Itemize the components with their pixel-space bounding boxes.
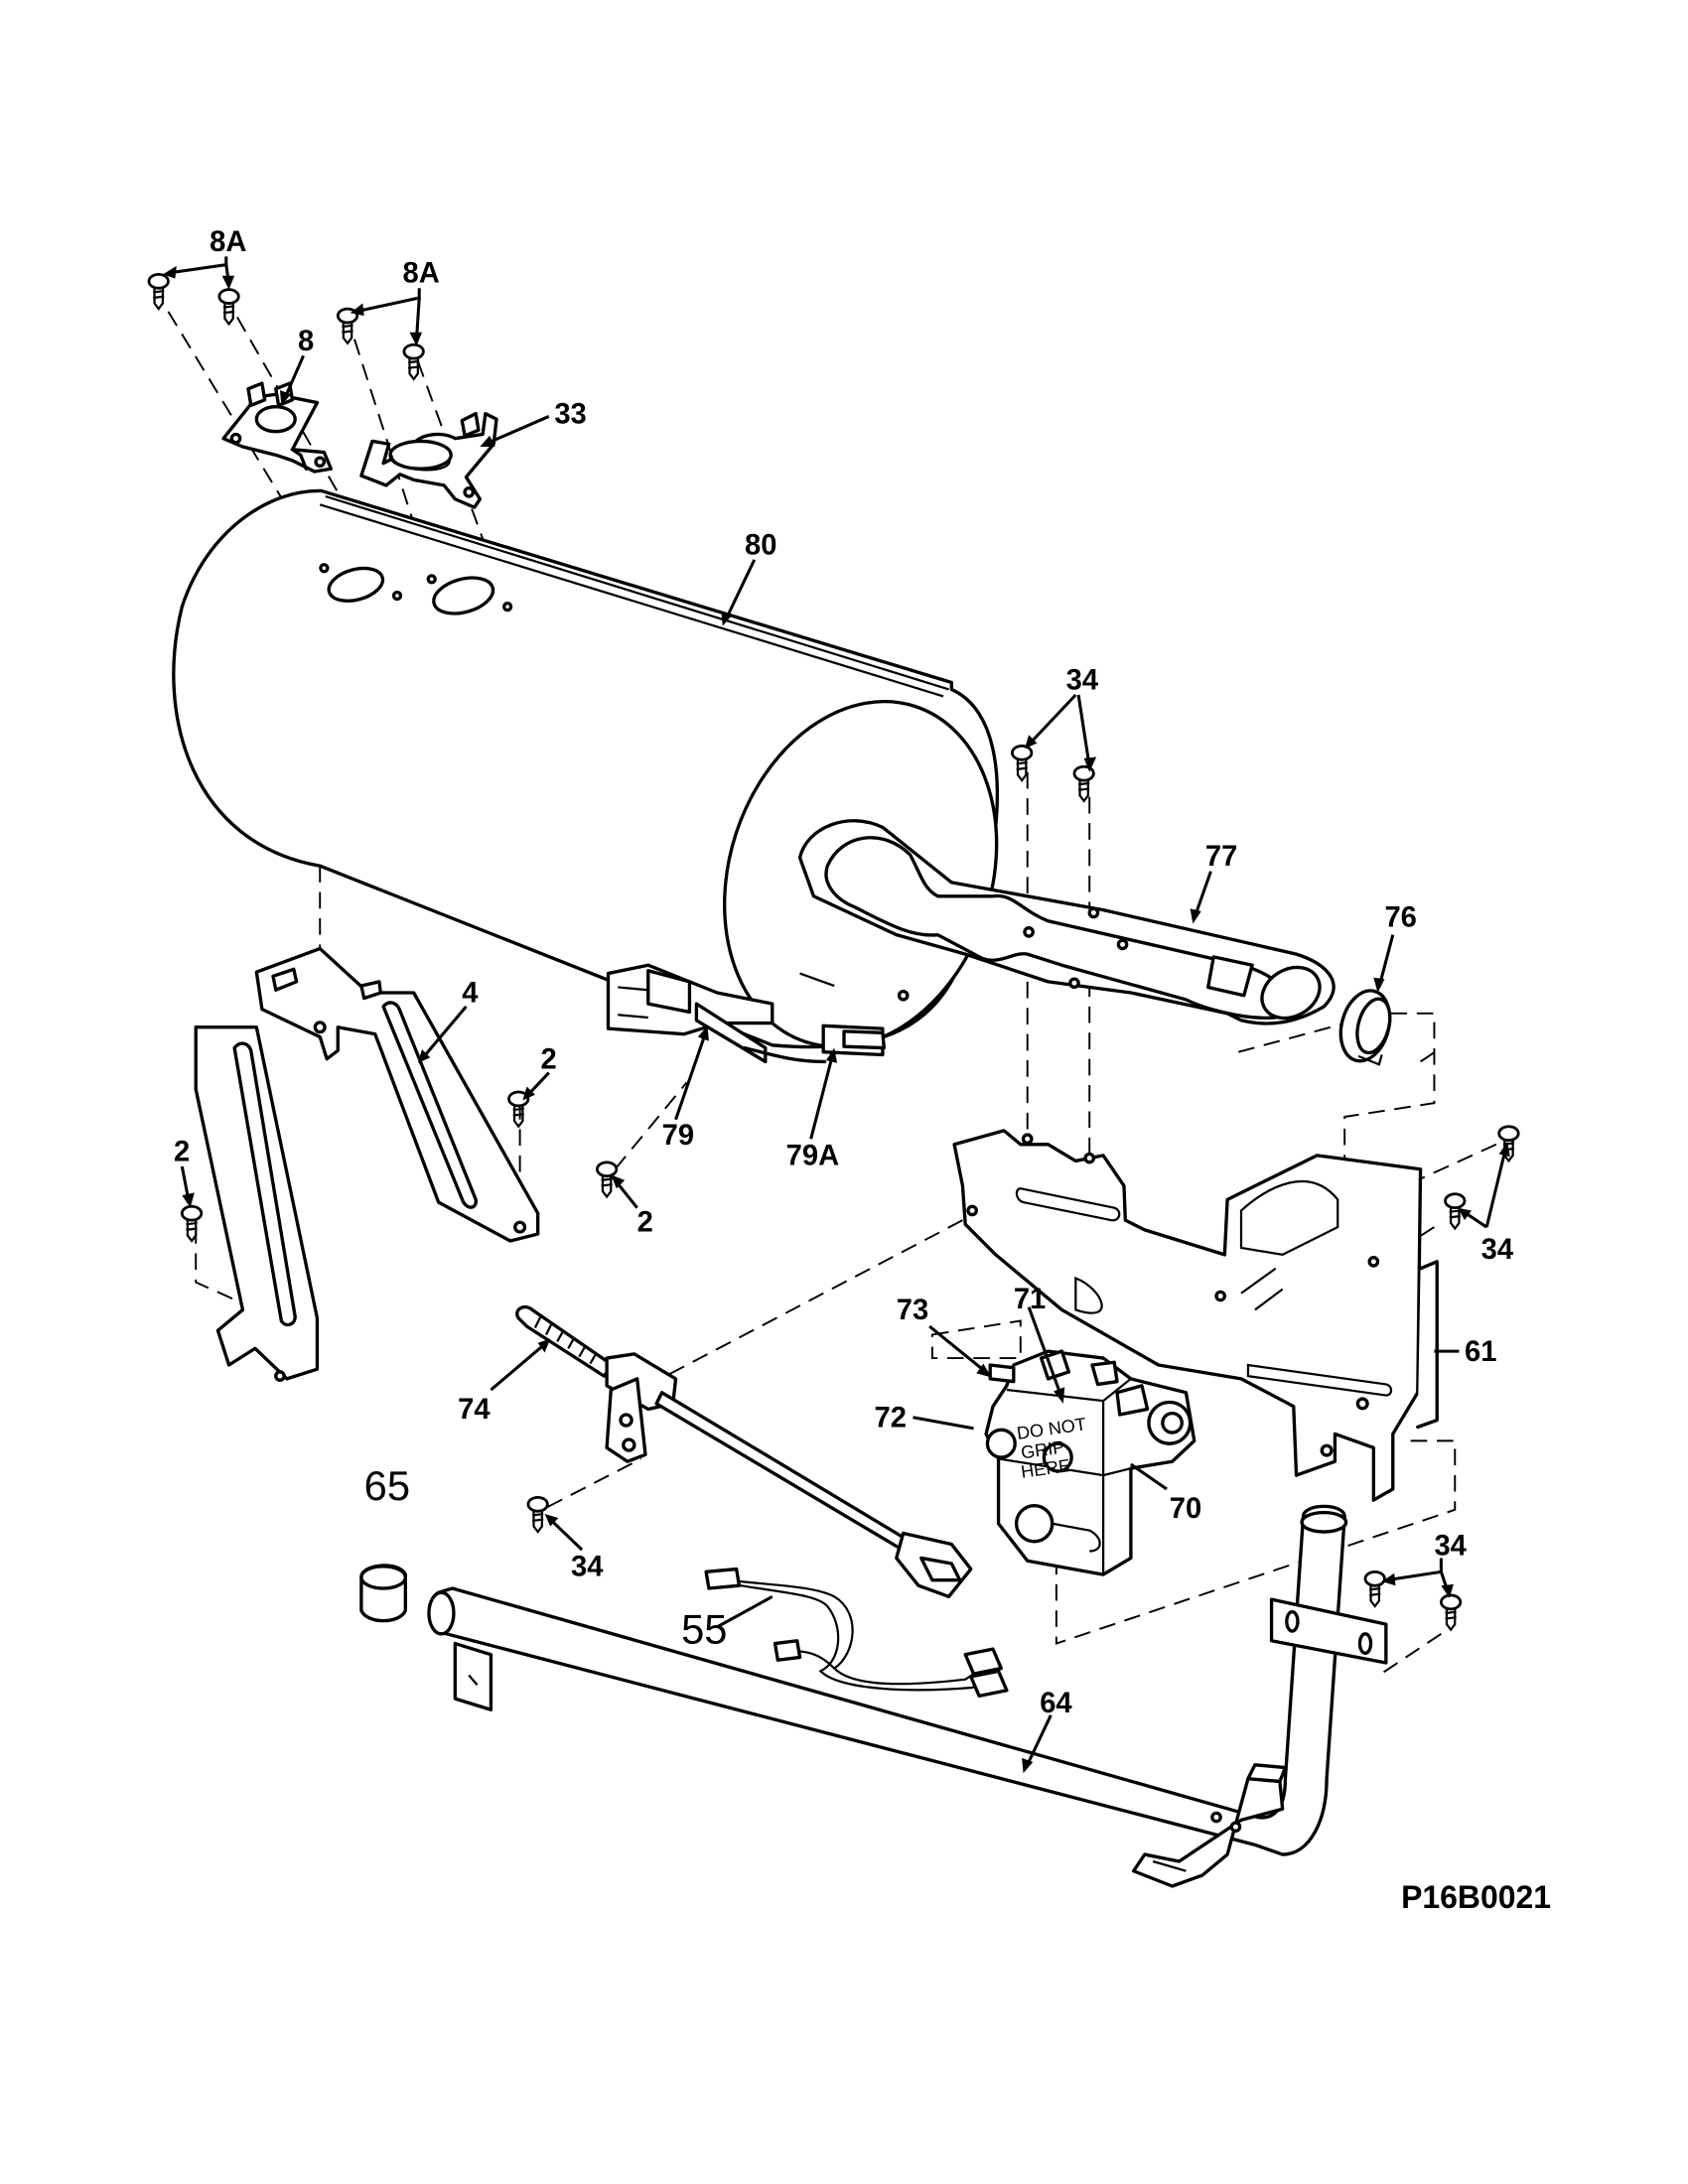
callout-76: 76 [1384, 901, 1416, 933]
callout-64: 64 [1040, 1688, 1072, 1719]
thermostat-8 [221, 381, 333, 474]
callout-55: 55 [681, 1606, 727, 1653]
manifold-pipe [427, 1504, 1388, 1888]
callout-77: 77 [1205, 841, 1237, 873]
gas-valve: DO NOT GRIP HERE [984, 1349, 1196, 1576]
valve-mount-bracket [952, 1129, 1439, 1502]
callout-2-mid: 2 [540, 1043, 556, 1075]
callout-2-left: 2 [174, 1136, 190, 1167]
burner-collar [1338, 989, 1392, 1066]
callout-labels: 8A 8A 8 33 80 34 77 76 4 2 2 79 79A 2 34… [174, 226, 1514, 1719]
callout-34-lower-right: 34 [1434, 1531, 1467, 1563]
burner-tube [797, 819, 1336, 1025]
callout-65: 65 [364, 1462, 410, 1509]
callout-71: 71 [1014, 1284, 1046, 1315]
callout-8: 8 [298, 326, 314, 357]
callout-34-bottom: 34 [571, 1552, 604, 1583]
igniter [515, 1304, 973, 1598]
sensor-bracket [606, 963, 886, 1064]
callout-2-bottom: 2 [637, 1206, 653, 1238]
callout-34-right: 34 [1481, 1234, 1514, 1266]
diagram-reference-code: P16B0021 [1401, 1879, 1551, 1915]
callout-74: 74 [458, 1394, 491, 1426]
thermostat-33 [359, 411, 498, 509]
callout-79: 79 [662, 1120, 694, 1152]
callout-33: 33 [554, 398, 586, 430]
callout-8a-left: 8A [210, 226, 246, 258]
sleeve [359, 1564, 407, 1623]
callout-61: 61 [1465, 1336, 1496, 1368]
drum-support-bracket [194, 946, 540, 1382]
callout-34-top: 34 [1066, 664, 1099, 696]
callout-79a: 79A [786, 1141, 840, 1172]
callout-70: 70 [1170, 1493, 1201, 1525]
callout-leaders [162, 256, 1510, 1774]
callout-4: 4 [462, 978, 479, 1010]
callout-73: 73 [897, 1295, 928, 1326]
callout-72: 72 [875, 1403, 907, 1434]
wire-harness [704, 1567, 1009, 1698]
callout-8a-right: 8A [403, 258, 440, 290]
callout-80: 80 [745, 529, 776, 561]
